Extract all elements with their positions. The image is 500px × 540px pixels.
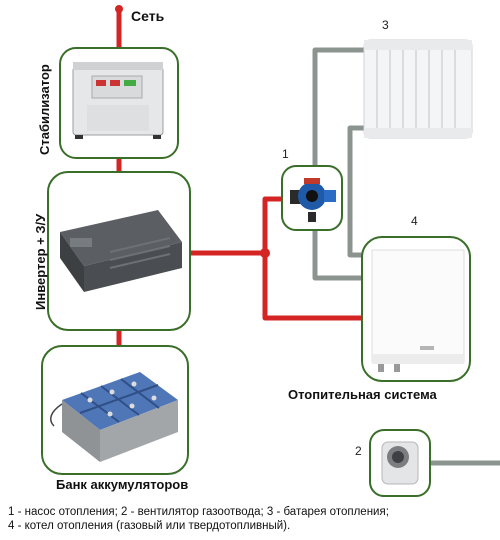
radiator-number: 3 [382,18,389,32]
inverter-label: Инвертер + З/У [33,213,48,310]
pipe-radiator-return [347,125,364,258]
pump-number: 1 [282,147,289,161]
flue-fan [369,429,431,497]
power-lines [116,8,362,346]
heating-pump [281,165,343,231]
pipe-pump-boiler [312,230,362,281]
heating-pipes [312,47,500,466]
radiator [363,39,473,139]
stabilizer-device [59,47,179,159]
power-junction [260,248,270,258]
heating-system-label: Отопительная система [288,387,437,402]
legend: 1 - насос отопления; 2 - вентилятор газо… [8,505,389,533]
legend-line-1: 1 - насос отопления; 2 - вентилятор газо… [8,506,389,518]
pump-power-line [262,196,284,253]
network-terminal [115,5,123,13]
pipe-radiator-supply [312,47,364,166]
network-label: Сеть [131,8,165,24]
boiler-number: 4 [411,214,418,228]
boiler-power-line [262,253,362,321]
inverter-device [47,171,191,331]
legend-line-2: 4 - котел отопления (газовый или твердот… [8,520,291,532]
battery-bank [41,345,189,475]
boiler [361,236,471,382]
fan-number: 2 [355,444,362,458]
stabilizer-label: Стабилизатор [37,64,52,155]
battery-bank-label: Банк аккумуляторов [56,477,189,492]
